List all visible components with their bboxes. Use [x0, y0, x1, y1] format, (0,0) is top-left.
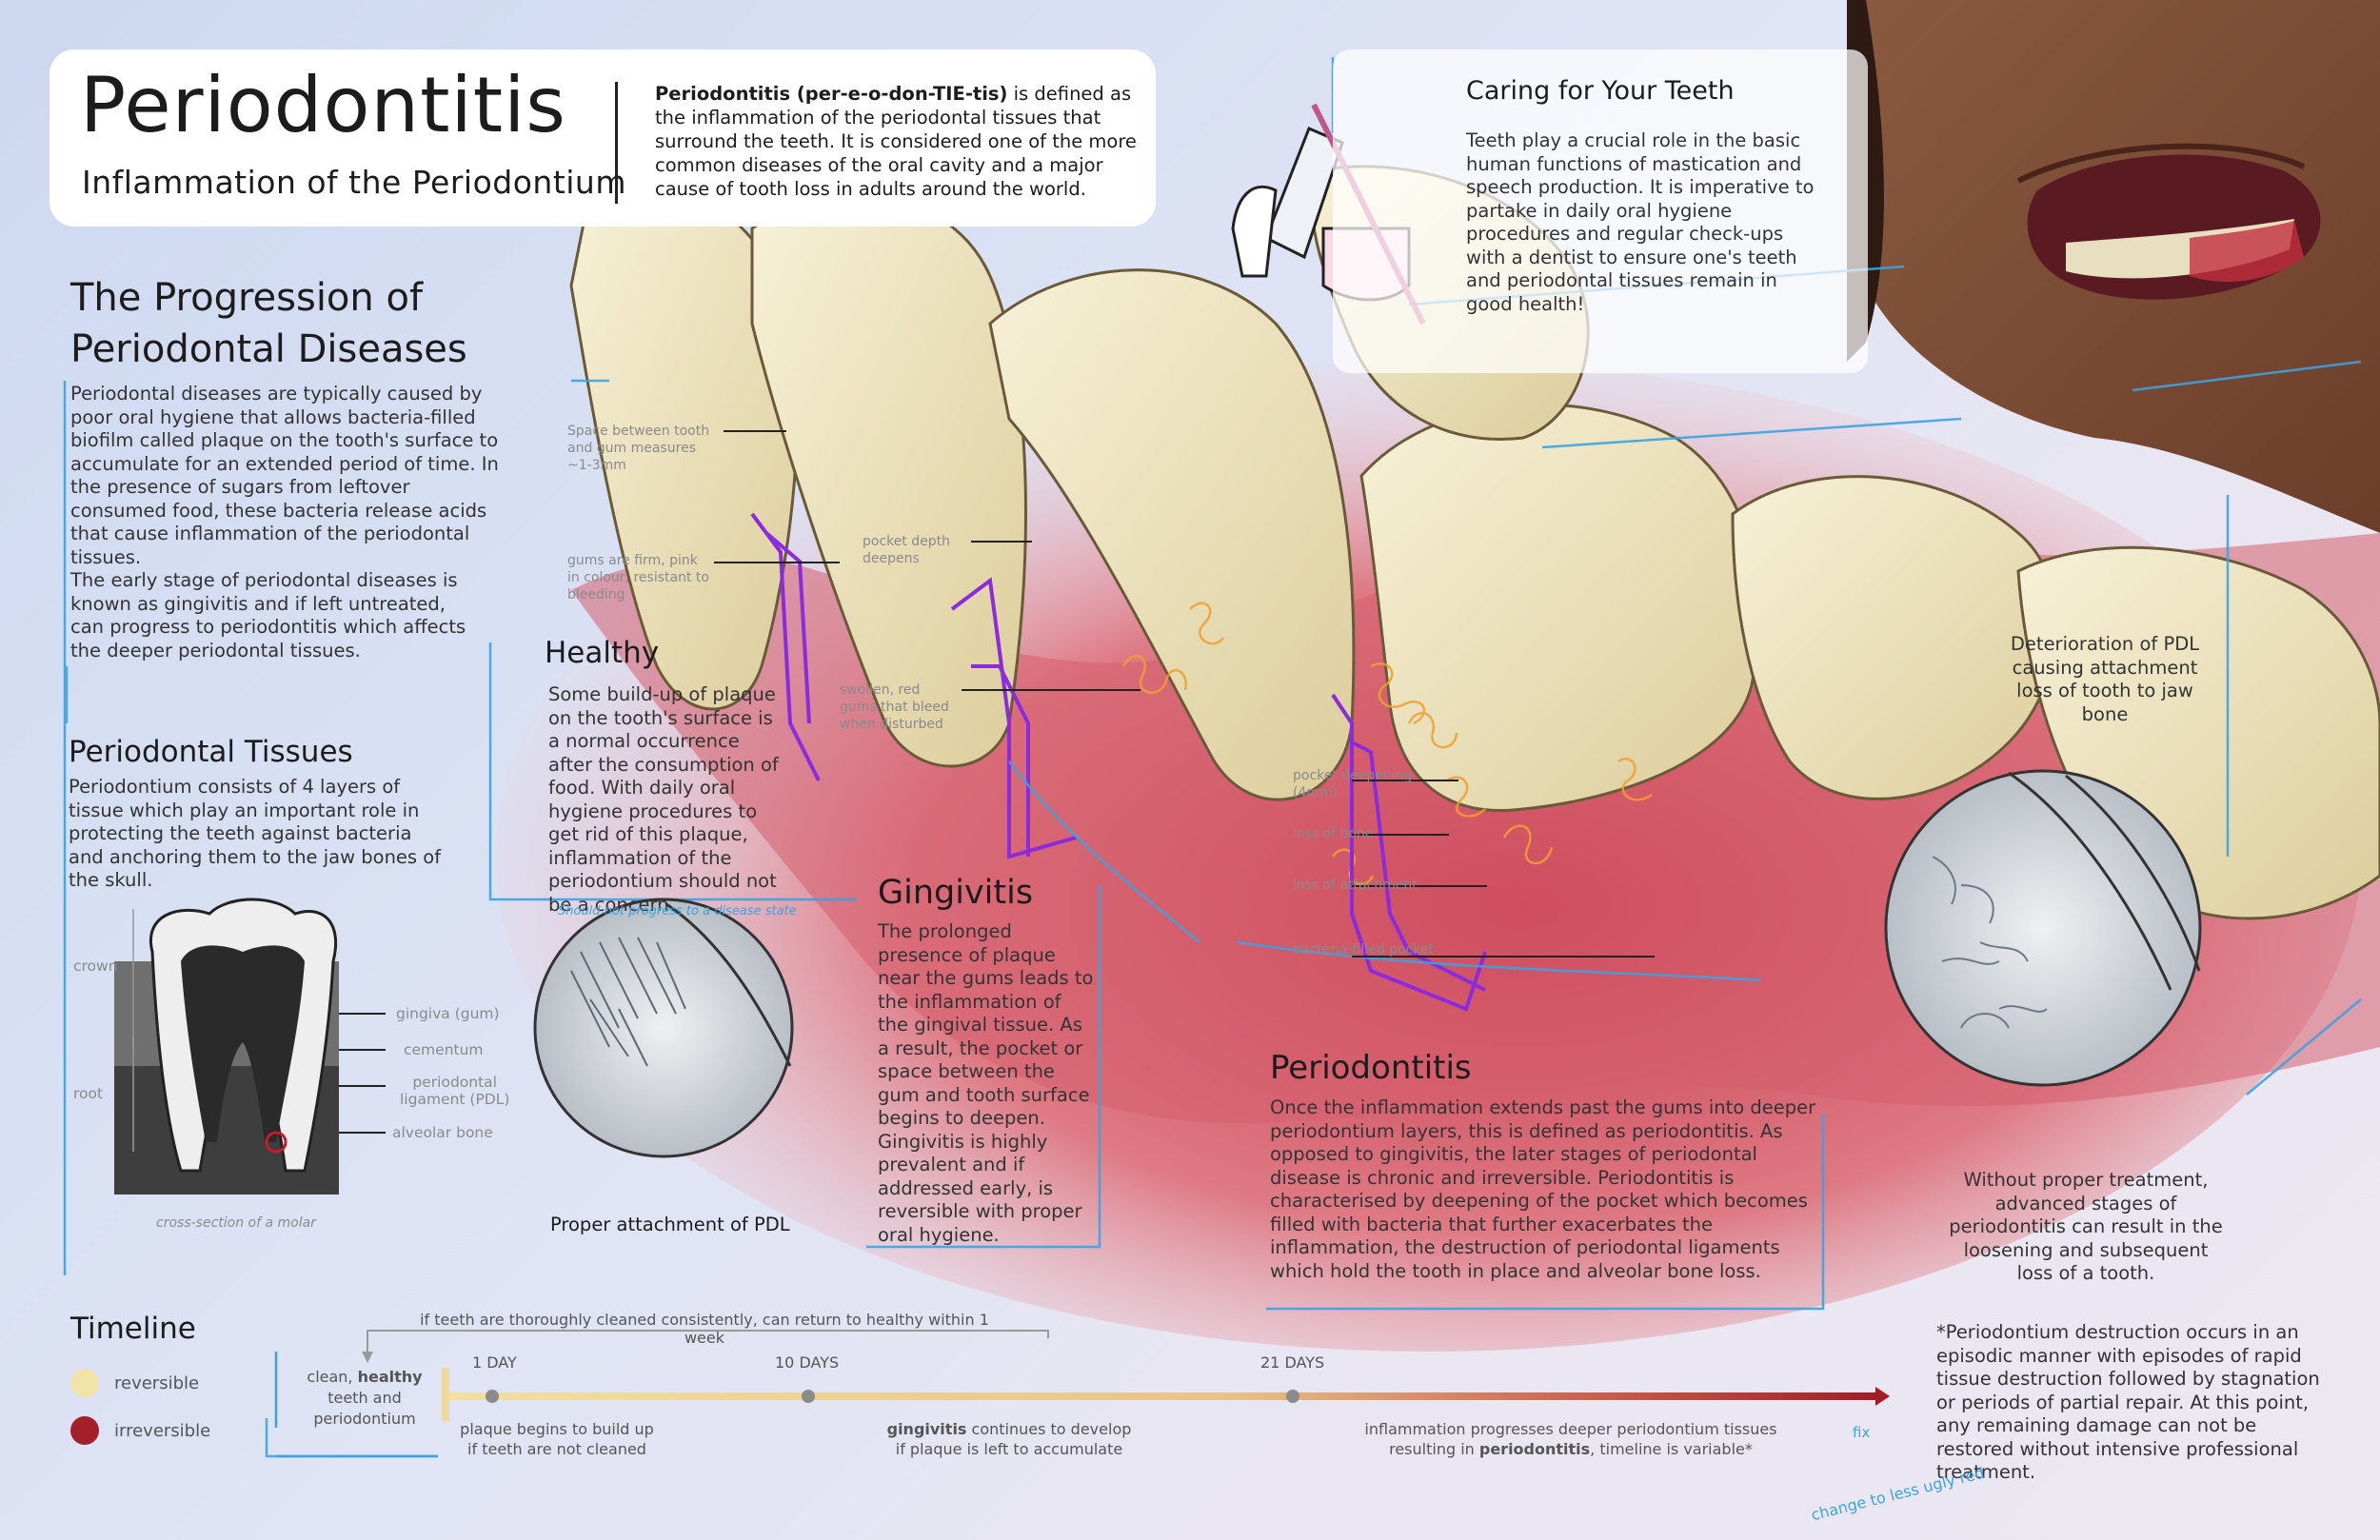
periodontitis-text: Once the inflammation extends past the g… — [1270, 1096, 1816, 1282]
periodontitis-callout-pocket: pocket deepening (4mm) — [1293, 768, 1413, 800]
page-title: Periodontitis — [80, 61, 566, 149]
timeline-start-bold: healthy — [357, 1368, 423, 1386]
timeline-tick-2-caption-line2: if plaque is left to accumulate — [895, 1440, 1123, 1458]
timeline-bar — [274, 1330, 1890, 1458]
timeline-tick-1-caption-line1: plaque begins to build up — [460, 1420, 654, 1438]
healthy-callout-gums: gums are firm, pink in colour, resistant… — [567, 553, 709, 602]
gingivitis-text: The prolonged presence of plaque near th… — [878, 920, 1094, 1246]
healthy-text: Some build-up of plaque on the tooth's s… — [548, 683, 779, 916]
deterioration-text: Without proper treatment, advanced stage… — [1949, 1169, 2223, 1284]
pdl-deteriorated-circle — [1884, 769, 2202, 1087]
deterioration-caption: Deterioration of PDL causing attachment … — [2010, 633, 2200, 725]
timeline-tick-3-caption-bold: periodontitis — [1478, 1440, 1591, 1458]
timeline-tick-1-label: 1 DAY — [472, 1353, 517, 1372]
healthy-title: Healthy — [545, 636, 660, 670]
timeline-tick-1-caption-line2: if teeth are not cleaned — [467, 1440, 646, 1458]
title-panel — [50, 49, 1156, 227]
reversible-legend-dot — [70, 1369, 99, 1397]
label-cementum: cementum — [404, 1041, 484, 1058]
timeline-start-pre: clean, — [307, 1368, 358, 1386]
timeline-tick-2-caption: gingivitis continues to develop if plaque… — [866, 1419, 1152, 1459]
tissues-title: Periodontal Tissues — [69, 735, 353, 769]
label-gingiva: gingiva (gum) — [396, 1005, 500, 1022]
caring-text: Teeth play a crucial role in the basic h… — [1466, 129, 1815, 315]
timeline-tick-3 — [1286, 1390, 1299, 1403]
footnote: *Periodontium destruction occurs in an e… — [1936, 1321, 2320, 1483]
page-subtitle: Inflammation of the Periodontium — [82, 164, 626, 201]
caring-panel — [1333, 49, 1868, 373]
timeline-return-note: if teeth are thoroughly cleaned consiste… — [420, 1311, 989, 1347]
progression-paragraph-1: Periodontal diseases are typically cause… — [70, 383, 499, 568]
progression-title: The Progression of Periodontal Diseases — [70, 272, 467, 375]
label-alveolar-bone: alveolar bone — [392, 1124, 493, 1141]
definition-term: Periodontitis (per-e-o-don-TIE-tis) — [655, 83, 1008, 105]
progression-paragraph-2: The early stage of periodontal diseases … — [70, 569, 466, 661]
timeline-tick-2-label: 10 DAYS — [775, 1353, 840, 1372]
irreversible-legend-label: irreversible — [114, 1421, 211, 1441]
title-divider — [615, 82, 618, 204]
pdl-healthy-circle — [533, 898, 794, 1158]
label-pdl-line2: ligament (PDL) — [400, 1091, 510, 1108]
callout-lines — [328, 430, 1655, 1134]
periodontitis-callout-bacteria: bacteria-filled pocket — [1293, 942, 1434, 958]
progression-title-line1: The Progression of — [70, 276, 424, 320]
definition-body: is defined as the inflammation of the pe… — [655, 83, 1137, 200]
timeline-title: Timeline — [70, 1312, 196, 1346]
healthy-callout-space: Space between tooth and gum measures ~1-… — [567, 424, 710, 473]
reversible-legend-label: reversible — [114, 1373, 200, 1393]
timeline-tick-2 — [802, 1390, 815, 1403]
timeline-start-caption: clean, healthy teeth and periodontium — [303, 1367, 426, 1430]
molar-caption: cross-section of a molar — [156, 1215, 316, 1231]
timeline-tick-3-label: 21 DAYS — [1260, 1353, 1325, 1372]
pdl-healthy-caption: Proper attachment of PDL — [550, 1214, 790, 1235]
definition-text: Periodontitis (per-e-o-don-TIE-tis) is d… — [655, 82, 1140, 201]
irreversible-legend-dot — [70, 1416, 99, 1445]
timeline-tick-1 — [486, 1390, 499, 1403]
timeline-start-post: teeth and periodontium — [313, 1389, 416, 1428]
tissues-text: Periodontium consists of 4 layers of tis… — [69, 776, 442, 891]
gingivitis-title: Gingivitis — [878, 874, 1034, 912]
caring-title: Caring for Your Teeth — [1466, 76, 1735, 106]
timeline-tick-3-caption-line1: inflammation progresses deeper periodont… — [1364, 1420, 1777, 1438]
tooth-5 — [1731, 475, 2058, 800]
timeline-tick-3-caption: inflammation progresses deeper periodont… — [1352, 1419, 1790, 1459]
timeline-tick-3-caption-post: , timeline is variable* — [1590, 1440, 1753, 1458]
healthy-handnote: Should not progress to a disease state — [558, 904, 797, 918]
timeline-tick-2-caption-bold: gingivitis — [886, 1420, 967, 1438]
molar-cross-section — [114, 898, 339, 1194]
gingivitis-callout-gums: swollen, red gums that bleed when distur… — [840, 682, 949, 732]
periodontitis-callout-attachment: loss of attachment — [1293, 878, 1418, 893]
tooth-4 — [1359, 403, 1760, 812]
gingivitis-callout-pocket: pocket depth deepens — [863, 534, 951, 566]
tooth-1 — [569, 183, 799, 711]
periodontitis-callout-bone: loss of bone — [1293, 826, 1374, 841]
handnote-fix: fix — [1853, 1424, 1871, 1441]
timeline-tick-3-caption-pre: resulting in — [1389, 1440, 1479, 1458]
timeline-tick-1-caption: plaque begins to build up if teeth are no… — [428, 1419, 685, 1459]
periodontitis-title: Periodontitis — [1270, 1049, 1472, 1087]
label-root: root — [73, 1085, 104, 1102]
label-pdl-line1: periodontal — [412, 1074, 497, 1091]
label-crown: crown — [73, 958, 118, 975]
timeline-tick-2-caption-rest: continues to develop — [966, 1420, 1132, 1438]
progression-title-line2: Periodontal Diseases — [70, 327, 467, 371]
teeth-group — [569, 165, 2380, 920]
